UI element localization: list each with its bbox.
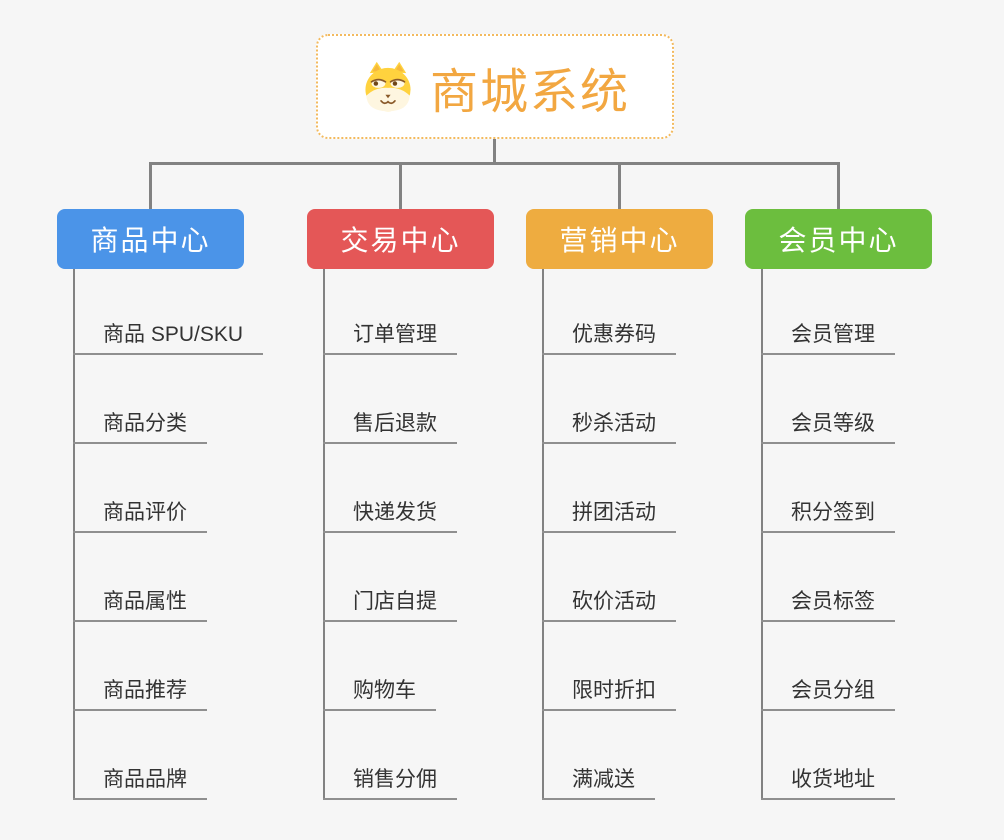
child-node[interactable]: 会员等级 <box>761 406 895 444</box>
child-node[interactable]: 购物车 <box>323 673 436 711</box>
branch-node-trade-center[interactable]: 交易中心 <box>307 209 494 269</box>
branch-drop-connector <box>149 162 152 209</box>
child-label: 会员等级 <box>791 412 875 435</box>
child-node[interactable]: 砍价活动 <box>542 584 676 622</box>
root-stem-connector <box>493 139 496 165</box>
child-node[interactable]: 拼团活动 <box>542 495 676 533</box>
child-label: 会员管理 <box>791 323 875 346</box>
child-node[interactable]: 订单管理 <box>323 317 457 355</box>
child-label: 收货地址 <box>791 768 875 791</box>
branch-node-marketing-center[interactable]: 营销中心 <box>526 209 713 269</box>
child-label: 商品属性 <box>103 590 187 613</box>
child-label: 商品分类 <box>103 412 187 435</box>
child-node[interactable]: 商品 SPU/SKU <box>73 317 264 355</box>
child-label: 售后退款 <box>353 412 437 435</box>
child-node[interactable]: 售后退款 <box>323 406 457 444</box>
child-label: 会员标签 <box>791 590 875 613</box>
branch-label-marketing-center: 营销中心 <box>559 225 680 256</box>
branch-node-product-center[interactable]: 商品中心 <box>57 209 244 269</box>
branch-drop-connector <box>837 162 840 209</box>
child-label: 砍价活动 <box>572 590 656 613</box>
branch-spine-connector <box>73 269 75 800</box>
child-node[interactable]: 商品分类 <box>73 406 207 444</box>
child-node[interactable]: 商品推荐 <box>73 673 207 711</box>
child-node[interactable]: 商品评价 <box>73 495 207 533</box>
child-node[interactable]: 销售分佣 <box>323 762 457 800</box>
branch-label-trade-center: 交易中心 <box>340 225 461 256</box>
child-label: 积分签到 <box>791 501 875 524</box>
branch-label-member-center: 会员中心 <box>778 225 899 256</box>
dog-face-icon <box>360 61 416 113</box>
child-label: 商品 SPU/SKU <box>103 323 244 346</box>
child-label: 购物车 <box>353 679 416 702</box>
child-node[interactable]: 收货地址 <box>761 762 895 800</box>
child-label: 订单管理 <box>353 323 437 346</box>
child-node[interactable]: 商品品牌 <box>73 762 207 800</box>
child-node[interactable]: 满减送 <box>542 762 655 800</box>
branch-drop-connector <box>618 162 621 209</box>
child-node[interactable]: 秒杀活动 <box>542 406 676 444</box>
child-label: 秒杀活动 <box>572 412 656 435</box>
child-node[interactable]: 会员标签 <box>761 584 895 622</box>
child-node[interactable]: 积分签到 <box>761 495 895 533</box>
child-node[interactable]: 商品属性 <box>73 584 207 622</box>
child-node[interactable]: 快递发货 <box>323 495 457 533</box>
child-label: 优惠券码 <box>572 323 656 346</box>
child-node[interactable]: 会员管理 <box>761 317 895 355</box>
child-label: 门店自提 <box>353 590 437 613</box>
branch-bus-connector <box>149 162 840 165</box>
root-title: 商城系统 <box>429 65 630 119</box>
child-label: 商品品牌 <box>103 768 187 791</box>
branch-spine-connector <box>542 269 544 800</box>
child-label: 商品推荐 <box>103 679 187 702</box>
child-node[interactable]: 门店自提 <box>323 584 457 622</box>
child-label: 满减送 <box>572 768 635 791</box>
child-label: 会员分组 <box>791 679 875 702</box>
child-label: 拼团活动 <box>572 501 656 524</box>
root-node[interactable]: 商城系统 <box>316 34 674 139</box>
branch-drop-connector <box>399 162 402 209</box>
child-label: 快递发货 <box>353 501 437 524</box>
child-label: 销售分佣 <box>353 768 437 791</box>
branch-spine-connector <box>323 269 325 800</box>
branch-node-member-center[interactable]: 会员中心 <box>745 209 932 269</box>
child-label: 商品评价 <box>103 501 187 524</box>
child-node[interactable]: 优惠券码 <box>542 317 676 355</box>
branch-label-product-center: 商品中心 <box>90 225 211 256</box>
branch-spine-connector <box>761 269 763 800</box>
child-node[interactable]: 限时折扣 <box>542 673 676 711</box>
child-node[interactable]: 会员分组 <box>761 673 895 711</box>
child-label: 限时折扣 <box>572 679 656 702</box>
